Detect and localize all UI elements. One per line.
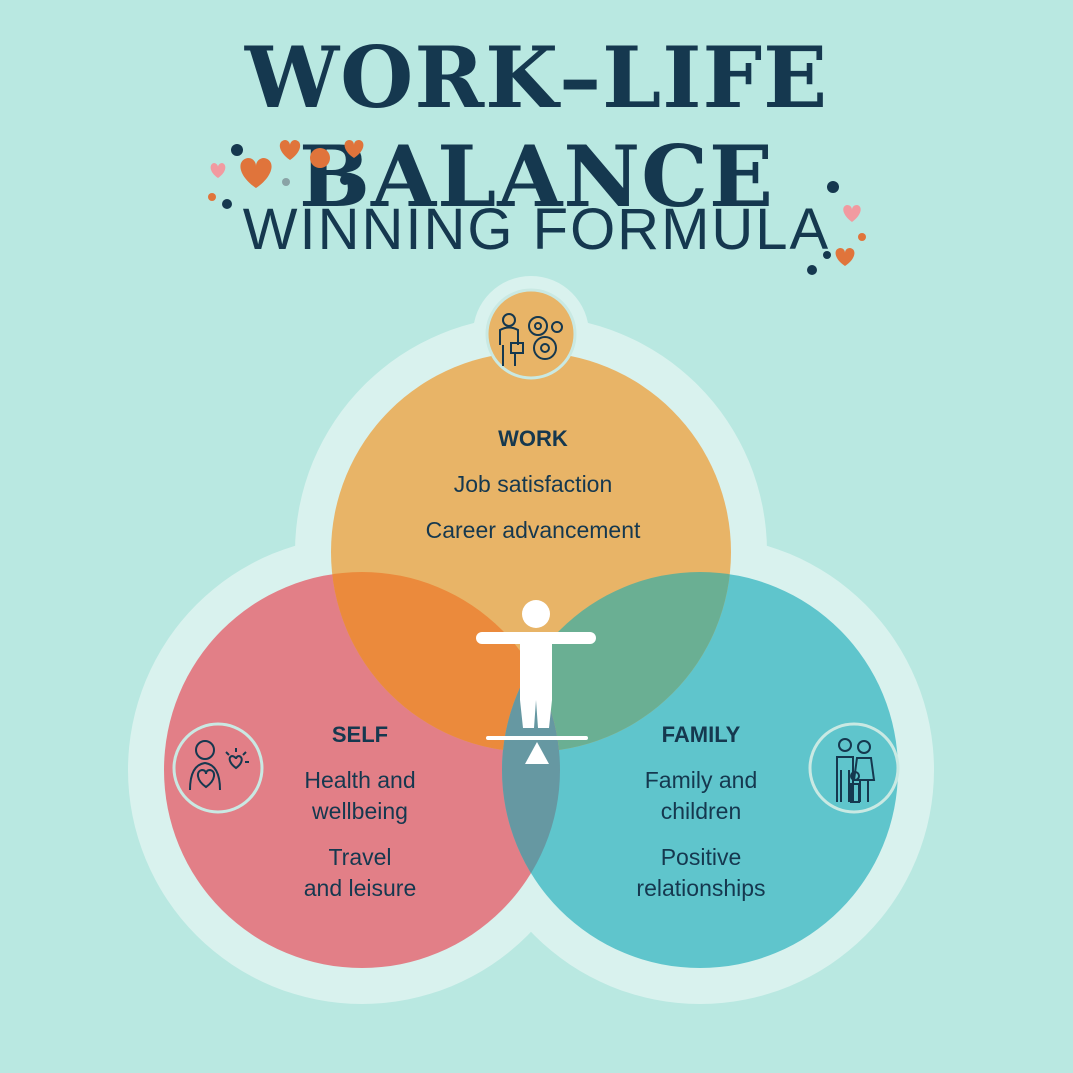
family-line: Family and <box>645 767 757 793</box>
self-heading: SELF <box>332 722 388 747</box>
page-title: WORK–LIFE BALANCE <box>244 28 829 226</box>
work-heading: WORK <box>498 426 568 451</box>
family-line: children <box>661 798 742 824</box>
family-line: relationships <box>636 875 765 901</box>
overlap-work-family <box>502 572 731 752</box>
family-heading: FAMILY <box>662 722 741 747</box>
work-line: Career advancement <box>426 517 641 543</box>
page-subtitle: WINNING FORMULA <box>242 197 831 262</box>
family-line: Positive <box>661 844 742 870</box>
family-icon <box>836 738 876 803</box>
family-text: FAMILY Family and children Positive rela… <box>636 722 765 901</box>
self-icon-badge <box>172 722 264 814</box>
self-line: and leisure <box>304 875 417 901</box>
overlap-work-self <box>331 572 560 752</box>
work-text: WORK Job satisfaction Career advancement <box>426 426 641 543</box>
decorative-confetti <box>208 140 866 275</box>
self-line: Travel <box>328 844 391 870</box>
worker-gears-icon <box>499 313 563 366</box>
self-text: SELF Health and wellbeing Travel and lei… <box>304 722 417 901</box>
work-line: Job satisfaction <box>454 471 613 497</box>
self-care-heart-icon <box>189 740 249 791</box>
self-line: wellbeing <box>311 798 408 824</box>
self-line: Health and <box>304 767 415 793</box>
balancing-person-icon <box>476 600 596 764</box>
family-icon-badge <box>808 722 900 814</box>
work-icon-badge <box>485 288 577 380</box>
